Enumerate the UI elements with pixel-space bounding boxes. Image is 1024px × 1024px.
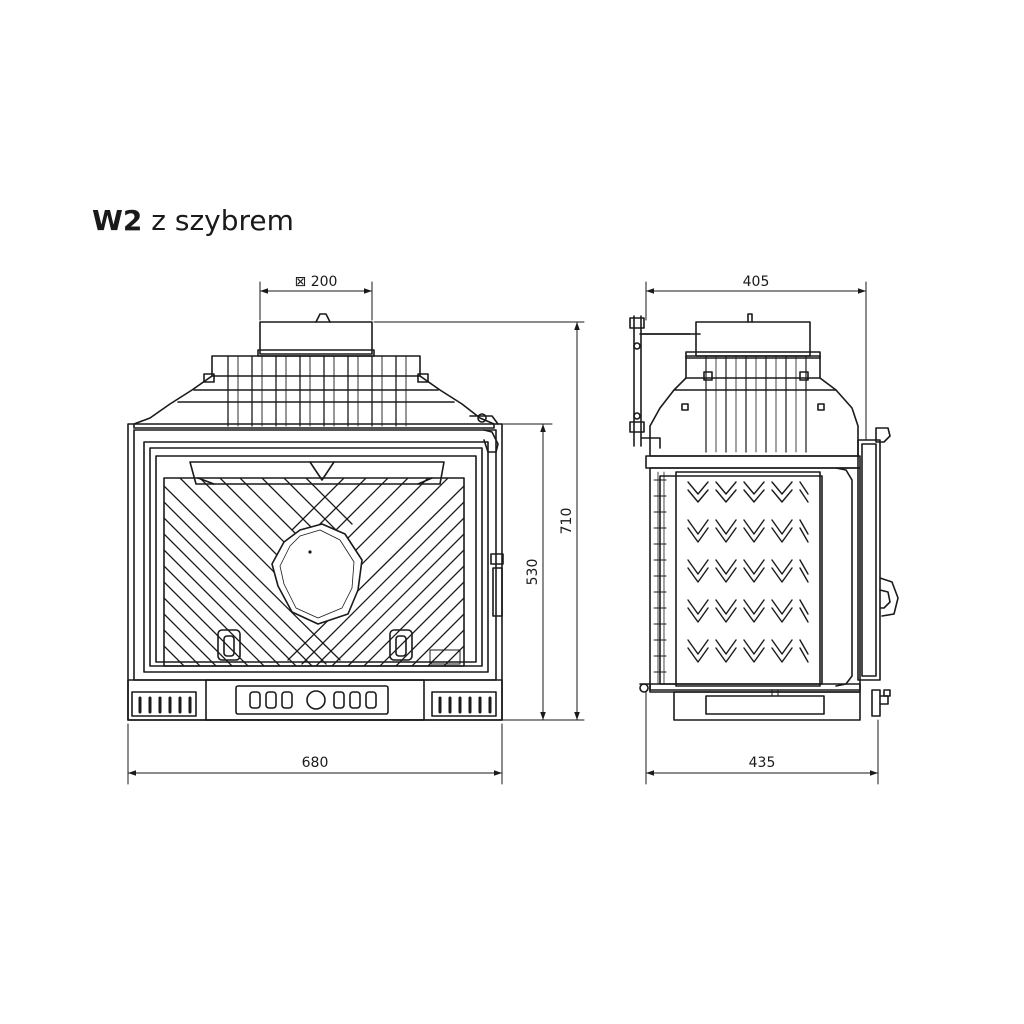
front-dimensions	[127, 281, 585, 785]
front-flue-collar	[257, 313, 375, 357]
front-back-plate	[164, 478, 464, 666]
drawing-title: W2 z szybrem	[92, 204, 294, 237]
side-flue-collar	[639, 313, 821, 359]
model-variant: z szybrem	[151, 204, 294, 237]
dim-side-bottom-label: 435	[749, 755, 776, 771]
dim-door-height-label: 530	[525, 559, 541, 586]
dim-flue-label: ⊠ 200	[295, 274, 338, 290]
side-dimensions	[645, 281, 879, 785]
front-fire-window	[271, 523, 363, 625]
front-grate-clips	[217, 629, 461, 665]
model-name: W2	[92, 204, 143, 237]
side-hood	[645, 355, 861, 469]
side-bottom-base	[639, 683, 891, 721]
dim-side-top-label: 405	[743, 274, 770, 290]
front-bottom-air-vents	[127, 679, 503, 721]
dim-front-width-label: 680	[302, 755, 329, 771]
side-damper-rod	[629, 315, 701, 449]
front-hood	[133, 355, 499, 429]
front-view	[127, 313, 504, 721]
dimension-labels: ⊠ 200 680 530 710 405 435	[295, 274, 776, 771]
side-view	[629, 313, 899, 721]
dim-total-height-label: 710	[559, 508, 575, 535]
side-zigzag-pattern	[687, 481, 809, 663]
